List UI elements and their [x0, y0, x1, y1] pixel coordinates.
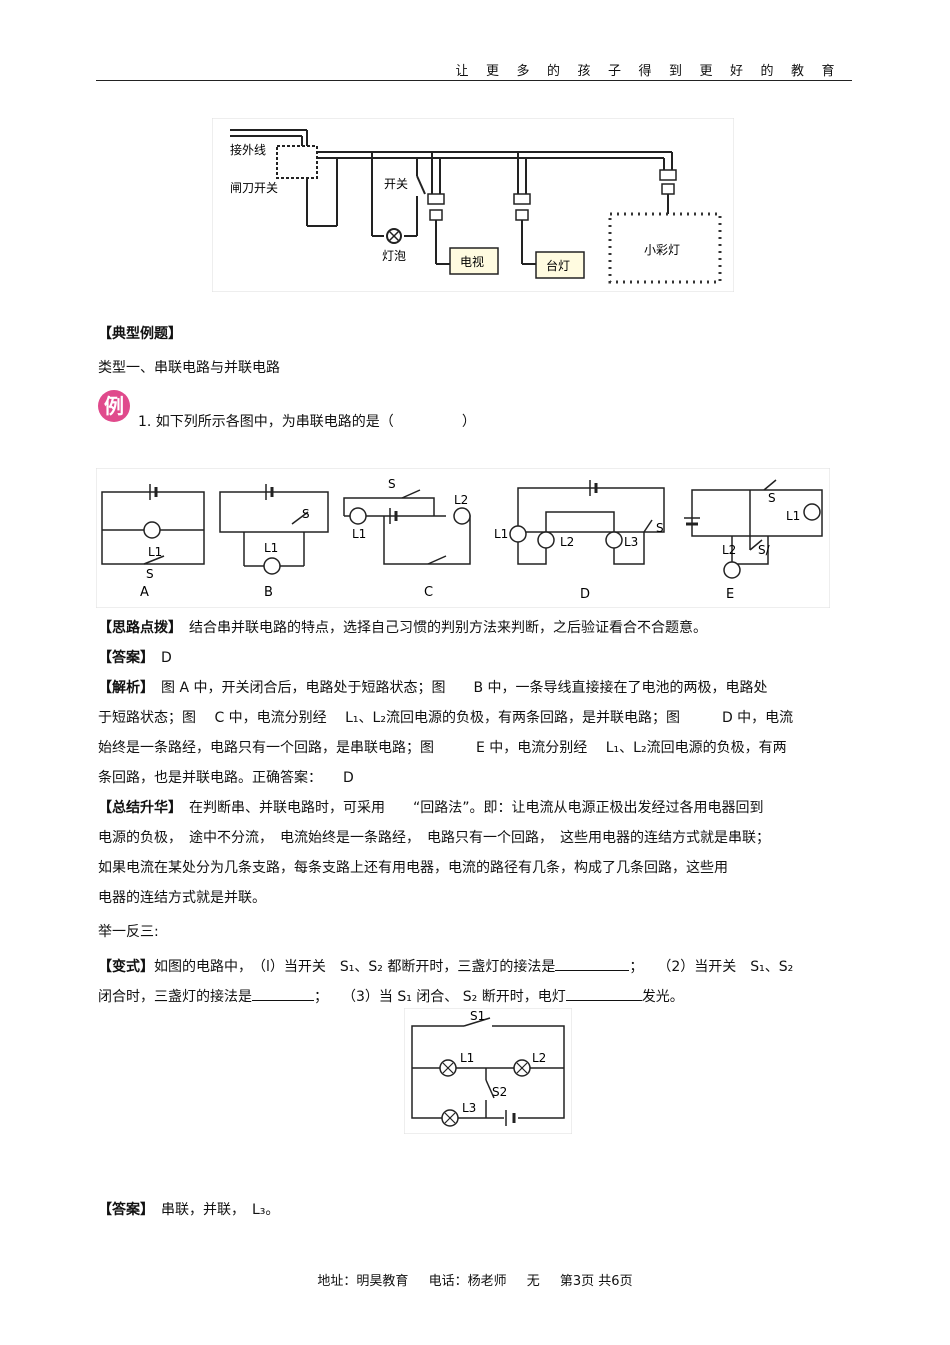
knife-switch-label: 闸刀开关	[230, 181, 278, 195]
panel-c-label: C	[424, 585, 433, 600]
c-l1-label: L1	[352, 527, 366, 541]
circuit-options-figure: L1 S L1 S S L1 L2 L1 L2 L3 S S L1 L2 S/ …	[96, 468, 830, 608]
a-l1-label: L1	[148, 545, 162, 559]
b-s-label: S	[302, 507, 310, 521]
page-footer: 地址：明昊教育 电话：杨老师 无 第3页 共6页	[0, 1270, 950, 1289]
footer-none: 无	[526, 1274, 540, 1289]
footer-address: 地址：明昊教育	[317, 1274, 409, 1289]
analysis-line-1: 【解析】 图 A 中，开关闭合后，电路处于短路状态；图 B 中，一条导线直接接在…	[98, 680, 768, 696]
analysis-line-4: 条回路，也是并联电路。正确答案： D	[98, 770, 354, 786]
variation-line-2: 闭合时，三盏灯的接法是； （3）当 S₁ 闭合、 S₂ 断开时，电灯发光。	[98, 986, 684, 1007]
d-s-label: S	[656, 521, 664, 535]
header-slogan: 让更多的孩子得到更好的教育	[455, 64, 852, 79]
panel-e-label: E	[726, 587, 734, 602]
blank-2[interactable]	[252, 986, 314, 1001]
e-s-label: S	[768, 491, 776, 505]
type-title: 类型一、串联电路与并联电路	[98, 360, 280, 376]
switch-label: 开关	[384, 177, 408, 191]
fig3-s1-label: S1	[470, 1009, 485, 1023]
household-wiring-figure: 接外线 闸刀开关 开关 灯泡 电视 台灯 小彩灯	[212, 118, 734, 292]
footer-phone: 电话：杨老师	[428, 1274, 507, 1289]
example-badge: 例	[98, 390, 130, 422]
c-s-label: S	[388, 477, 396, 491]
fig3-l2-label: L2	[532, 1051, 546, 1065]
e-s-prime-label: S/	[758, 543, 771, 557]
a-s-label: S	[146, 567, 154, 581]
fig3-l1-label: L1	[460, 1051, 474, 1065]
question-1: 1. 如下列所示各图中，为串联电路的是（）	[138, 414, 476, 430]
blank-3[interactable]	[565, 986, 642, 1001]
blank-1[interactable]	[555, 956, 630, 971]
page-header: 让更多的孩子得到更好的教育	[96, 60, 852, 81]
e-l1-label: L1	[786, 509, 800, 523]
answer-2: 【答案】 串联，并联， L₃。	[98, 1202, 280, 1218]
panel-a-label: A	[140, 585, 149, 600]
summary-line-1: 【总结升华】 在判断串、并联电路时，可采用 “回路法”。即：让电流从电源正极出发…	[98, 800, 764, 816]
small-lights-label: 小彩灯	[644, 243, 680, 257]
variation-circuit-figure: S1 S2 L1 L2 L3	[404, 1008, 572, 1134]
variation-line-1: 【变式】如图的电路中， （l）当开关 S₁、S₂ 都断开时，三盏灯的接法是； （…	[98, 956, 793, 977]
b-l1-label: L1	[264, 541, 278, 555]
section-title: 【典型例题】	[98, 326, 182, 342]
fig3-s2-label: S2	[492, 1085, 507, 1099]
d-l3-label: L3	[624, 535, 638, 549]
analysis-line-2: 于短路状态；图 C 中，电流分别经 L₁、L₂流回电源的负极，有两条回路，是并联…	[98, 710, 794, 726]
panel-d-label: D	[580, 587, 590, 602]
d-l1-label: L1	[494, 527, 508, 541]
summary-line-3: 如果电流在某处分为几条支路，每条支路上还有用电器，电流的路径有几条，构成了几条回…	[98, 860, 728, 876]
bulb-label: 灯泡	[382, 249, 406, 263]
desk-lamp-label: 台灯	[546, 258, 570, 273]
c-l2-label: L2	[454, 493, 468, 507]
analysis-line-3: 始终是一条路经，电路只有一个回路，是串联电路；图 E 中，电流分别经 L₁、L₂…	[98, 740, 787, 756]
d-l2-label: L2	[560, 535, 574, 549]
hint: 【思路点拨】 结合串并联电路的特点，选择自己习惯的判别方法来判断，之后验证看合不…	[98, 620, 707, 636]
answer-1: 【答案】 D	[98, 650, 172, 666]
panel-b-label: B	[264, 585, 273, 600]
tv-label: 电视	[460, 254, 484, 269]
summary-line-2: 电源的负极， 途中不分流， 电流始终是一条路经， 电路只有一个回路， 这些用电器…	[98, 830, 770, 846]
external-line-label: 接外线	[230, 142, 266, 157]
e-l2-label: L2	[722, 543, 736, 557]
footer-page: 第3页 共6页	[559, 1274, 633, 1289]
variation-title: 举一反三:	[98, 924, 159, 940]
fig3-l3-label: L3	[462, 1101, 476, 1115]
summary-line-4: 电器的连结方式就是并联。	[98, 890, 266, 906]
